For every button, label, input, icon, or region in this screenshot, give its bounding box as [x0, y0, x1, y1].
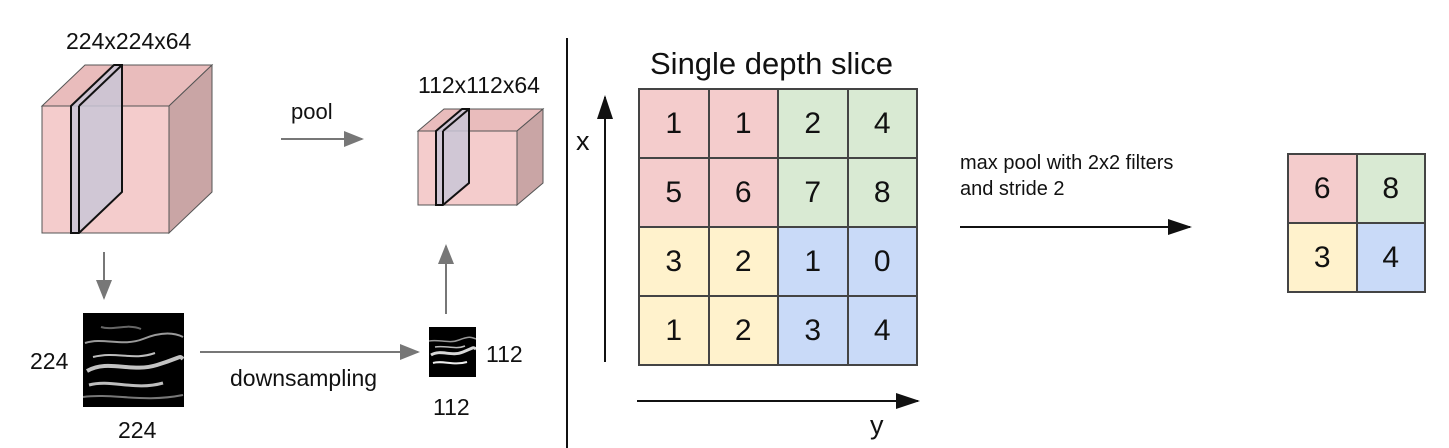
- input-volume-slice: [70, 64, 123, 234]
- input-grid-cell: 4: [847, 89, 917, 158]
- input-grid-cell: 7: [778, 158, 848, 227]
- input-grid-cell: 1: [639, 296, 709, 365]
- depth-slice-title: Single depth slice: [650, 46, 893, 81]
- input-grid-cell: 3: [639, 227, 709, 296]
- input-grid-cell: 1: [778, 227, 848, 296]
- downsampling-label: downsampling: [230, 365, 378, 391]
- input-volume-dimensions: 224x224x64: [66, 28, 192, 54]
- y-axis-label: y: [870, 410, 884, 440]
- image-width-label: 224: [118, 417, 157, 443]
- input-grid-cell: 6: [708, 158, 778, 227]
- input-grid-cell: 1: [708, 89, 778, 158]
- input-grid-cell: 2: [708, 227, 778, 296]
- max-pool-description-line2: and stride 2: [960, 178, 1065, 200]
- input-grid-cell: 3: [778, 296, 848, 365]
- pooled-volume-cube: [416, 107, 545, 207]
- output-grid-cell: 8: [1356, 154, 1425, 223]
- input-grid-cell: 2: [778, 89, 848, 158]
- input-grid-cell: 5: [639, 158, 709, 227]
- input-volume-cube: [40, 63, 214, 235]
- pool-label: pool: [291, 99, 333, 124]
- output-grid-cell: 4: [1356, 223, 1425, 292]
- max-pool-description: max pool with 2x2 filters and stride 2: [960, 150, 1260, 202]
- input-grid-cell: 1: [639, 89, 709, 158]
- small-image-height-label: 112: [486, 341, 523, 367]
- output-grid-cell: 3: [1288, 223, 1357, 292]
- input-grid-cell: 4: [847, 296, 917, 365]
- output-grid-cell: 6: [1288, 154, 1357, 223]
- feature-map-image-224: [83, 313, 184, 407]
- small-image-width-label: 112: [433, 394, 470, 420]
- image-height-label: 224: [30, 348, 69, 374]
- pooled-volume-slice: [435, 108, 470, 206]
- pooled-volume-dimensions: 112x112x64: [418, 72, 540, 98]
- feature-map-image-112: [429, 327, 476, 377]
- input-grid-cell: 8: [847, 158, 917, 227]
- x-axis-label: x: [576, 126, 590, 156]
- max-pool-description-line1: max pool with 2x2 filters: [960, 152, 1174, 174]
- input-grid-cell: 0: [847, 227, 917, 296]
- input-grid-cell: 2: [708, 296, 778, 365]
